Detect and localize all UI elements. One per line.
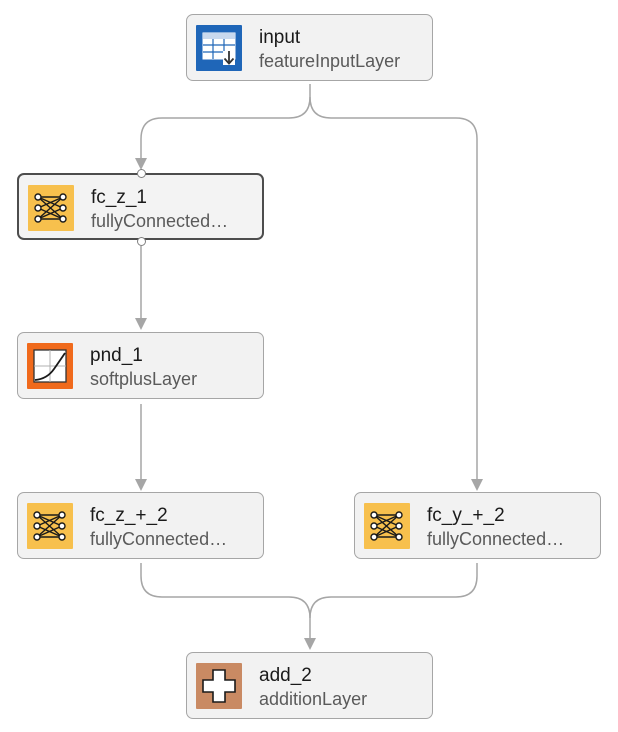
node-name: fc_z_+_2	[90, 505, 168, 526]
edge-input-to-fc_y_2[interactable]	[309, 96, 483, 491]
node-type: fullyConnected…	[91, 211, 229, 231]
node-type: fullyConnected…	[90, 529, 228, 549]
edge-input-to-fc_z_1[interactable]	[135, 84, 311, 170]
node-type: additionLayer	[259, 689, 368, 709]
node-input[interactable]: input featureInputLayer	[186, 14, 433, 81]
node-name: pnd_1	[90, 345, 143, 366]
output-port[interactable]	[136, 236, 146, 246]
edge-fc_y_2-to-add_2[interactable]	[309, 563, 478, 619]
network-icon	[27, 503, 73, 549]
edge-fc_z_2-to-add_2[interactable]	[140, 563, 316, 650]
node-fc_z_2[interactable]: fc_z_+_2 fullyConnected…	[17, 492, 264, 559]
plus-icon	[196, 663, 242, 709]
table-download-icon	[196, 25, 242, 71]
softplus-curve-icon	[27, 343, 73, 389]
node-fc_z_1[interactable]: fc_z_1 fullyConnected…	[17, 173, 264, 240]
node-name: fc_z_1	[91, 187, 147, 208]
network-icon	[28, 185, 74, 231]
node-type: fullyConnected…	[427, 529, 565, 549]
node-add_2[interactable]: add_2 additionLayer	[186, 652, 433, 719]
node-fc_y_2[interactable]: fc_y_+_2 fullyConnected…	[354, 492, 601, 559]
network-icon	[364, 503, 410, 549]
node-name: add_2	[259, 665, 312, 686]
node-type: softplusLayer	[90, 369, 198, 389]
node-type: featureInputLayer	[259, 51, 401, 71]
input-port[interactable]	[136, 168, 146, 178]
node-name: fc_y_+_2	[427, 505, 505, 526]
node-pnd_1[interactable]: pnd_1 softplusLayer	[17, 332, 264, 399]
node-name: input	[259, 27, 301, 48]
